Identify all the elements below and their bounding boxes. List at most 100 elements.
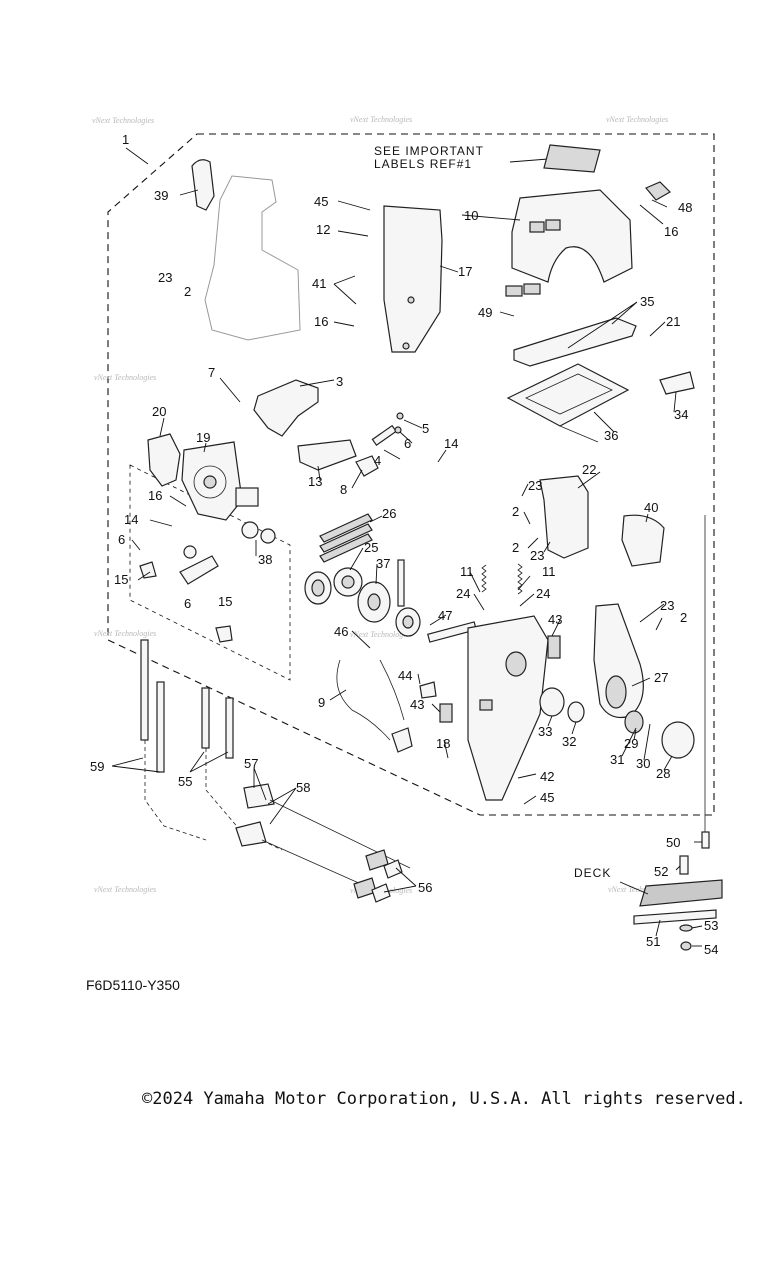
pin-part-4 bbox=[371, 424, 397, 446]
clip-part-39 bbox=[191, 159, 215, 211]
important-labels-line-2: LABELS REF#1 bbox=[374, 157, 472, 171]
assembly-outline bbox=[107, 133, 715, 816]
plates-part-26 bbox=[319, 513, 373, 563]
callout-41: 41 bbox=[312, 276, 326, 291]
watermark-text: vNext Technologies bbox=[92, 116, 154, 125]
callout-6b: 6 bbox=[118, 532, 125, 547]
callout-23b: 23 bbox=[528, 478, 542, 493]
knob-part-48 bbox=[645, 181, 671, 201]
grip-part-40 bbox=[621, 514, 665, 567]
callout-7: 7 bbox=[208, 365, 215, 380]
coupling-part-38 bbox=[235, 487, 276, 544]
callout-40: 40 bbox=[644, 500, 658, 515]
callout-23: 23 bbox=[158, 270, 172, 285]
callout-43b: 43 bbox=[410, 697, 424, 712]
callout-15b: 15 bbox=[218, 594, 232, 609]
callout-16c: 16 bbox=[148, 488, 162, 503]
important-labels-line-1: SEE IMPORTANT bbox=[374, 144, 484, 158]
seal-part bbox=[304, 571, 332, 605]
ring-part-32 bbox=[567, 701, 585, 723]
gasket-part-36 bbox=[506, 363, 630, 427]
clip-part-15 bbox=[215, 625, 233, 643]
shaft-part-47 bbox=[427, 621, 477, 643]
lever-part-13 bbox=[297, 439, 357, 471]
callout-3: 3 bbox=[336, 374, 343, 389]
callout-38: 38 bbox=[258, 552, 272, 567]
callout-17: 17 bbox=[458, 264, 472, 279]
callout-6c: 6 bbox=[184, 596, 191, 611]
callout-13: 13 bbox=[308, 474, 322, 489]
watermark-text: vNext Technologies bbox=[94, 629, 156, 638]
callout-42: 42 bbox=[540, 769, 554, 784]
callout-48: 48 bbox=[678, 200, 692, 215]
callout-44: 44 bbox=[398, 668, 412, 683]
callout-1: 1 bbox=[122, 132, 129, 147]
callout-29: 29 bbox=[624, 736, 638, 751]
callout-25: 25 bbox=[364, 540, 378, 555]
callout-2d: 2 bbox=[680, 610, 687, 625]
callout-28: 28 bbox=[656, 766, 670, 781]
callout-2: 2 bbox=[184, 284, 191, 299]
callout-57: 57 bbox=[244, 756, 258, 771]
pin-part-5 bbox=[396, 412, 404, 420]
lever-part-27 bbox=[593, 603, 644, 719]
callout-47: 47 bbox=[438, 608, 452, 623]
callout-21: 21 bbox=[666, 314, 680, 329]
important-labels-note: SEE IMPORTANT LABELS REF#1 bbox=[374, 144, 601, 173]
callout-2b: 2 bbox=[512, 504, 519, 519]
watermark-text: vNext Technologies bbox=[94, 373, 156, 382]
callout-49: 49 bbox=[478, 305, 492, 320]
callout-50: 50 bbox=[666, 835, 680, 850]
gear-part bbox=[395, 607, 421, 637]
watermark-text: vNext Technologies bbox=[608, 885, 670, 894]
terminal-part-43 bbox=[439, 703, 453, 723]
callout-8: 8 bbox=[340, 482, 347, 497]
washer-part-37 bbox=[357, 581, 391, 623]
plug-part-44 bbox=[419, 681, 437, 699]
clip-part-15 bbox=[139, 561, 157, 579]
callout-33: 33 bbox=[538, 724, 552, 739]
diagram-code: F6D5110-Y350 bbox=[86, 977, 180, 993]
cap-part-28 bbox=[661, 721, 695, 759]
watermark-text: vNext Technologies bbox=[350, 630, 412, 639]
cover-part-10 bbox=[505, 189, 633, 297]
lever-arm-part-14 bbox=[179, 555, 219, 585]
callout-55: 55 bbox=[178, 774, 192, 789]
callout-11: 11 bbox=[460, 564, 474, 579]
cable-part-59 bbox=[140, 639, 207, 841]
callout-23d: 23 bbox=[660, 598, 674, 613]
callout-45b: 45 bbox=[540, 790, 554, 805]
callout-35: 35 bbox=[640, 294, 654, 309]
washer-part-6 bbox=[394, 426, 402, 434]
callout-34: 34 bbox=[674, 407, 688, 422]
callout-15: 15 bbox=[114, 572, 128, 587]
callout-56: 56 bbox=[418, 880, 432, 895]
callout-16: 16 bbox=[314, 314, 328, 329]
callout-16b: 16 bbox=[664, 224, 678, 239]
connector bbox=[391, 727, 413, 753]
bracket-part-3 bbox=[253, 379, 319, 437]
housing-part-19 bbox=[181, 441, 243, 521]
callout-numbers: 1 2 3 4 5 6 7 8 9 10 11 12 13 14 15 16 1… bbox=[90, 132, 718, 957]
cable-assembly bbox=[235, 783, 411, 903]
rod bbox=[397, 559, 405, 607]
callout-39: 39 bbox=[154, 188, 168, 203]
callout-9: 9 bbox=[318, 695, 325, 710]
holder-part-22 bbox=[539, 475, 589, 559]
bracket-part-35 bbox=[513, 317, 637, 367]
washer bbox=[183, 545, 197, 559]
collar-part-33 bbox=[539, 687, 565, 717]
callout-14b: 14 bbox=[124, 512, 138, 527]
callout-14: 14 bbox=[444, 436, 458, 451]
collar-part-25 bbox=[333, 567, 363, 597]
plate-part-17 bbox=[383, 205, 443, 353]
callout-58: 58 bbox=[296, 780, 310, 795]
copyright-notice: ©2024 Yamaha Motor Corporation, U.S.A. A… bbox=[142, 1089, 746, 1109]
callout-36: 36 bbox=[604, 428, 618, 443]
callout-4: 4 bbox=[374, 453, 381, 468]
control-body-housing bbox=[467, 615, 549, 801]
terminal-part-43 bbox=[547, 635, 561, 659]
leader-lines bbox=[111, 147, 703, 947]
spring-part-11 bbox=[481, 564, 487, 593]
